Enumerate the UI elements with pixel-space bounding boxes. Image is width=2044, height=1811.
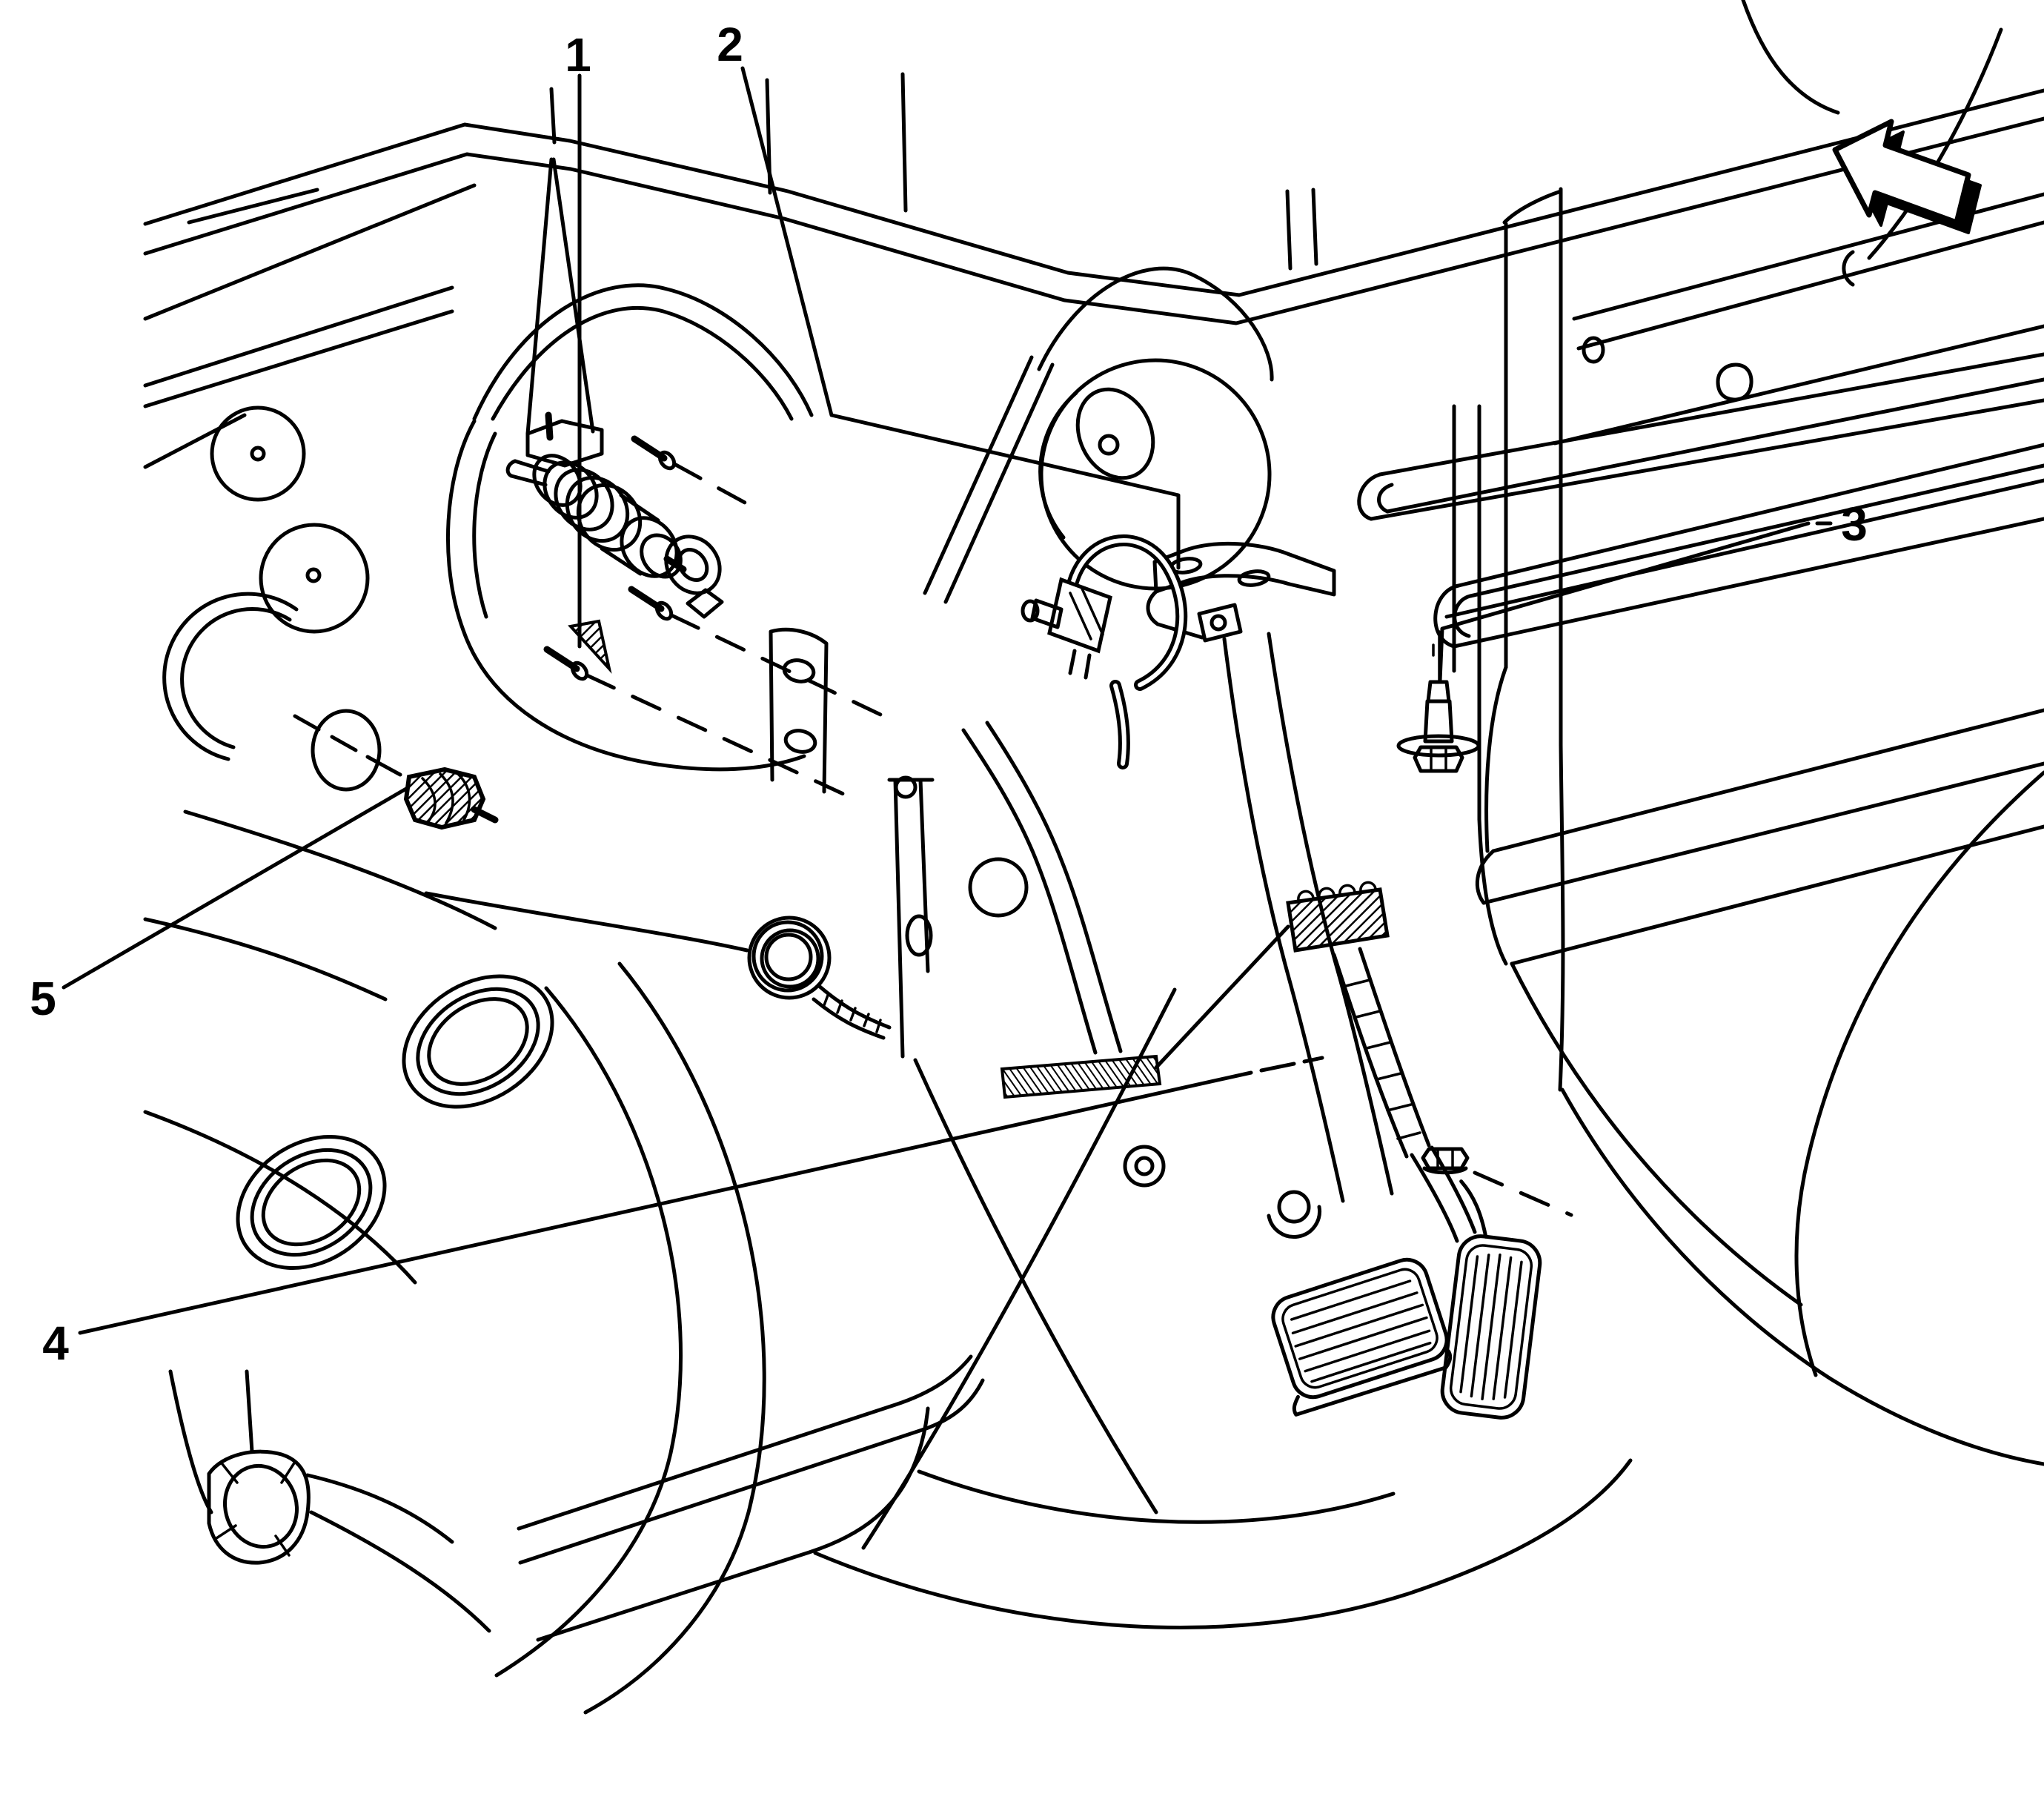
callout-5-label: 5 xyxy=(30,972,56,1025)
right-side-rails xyxy=(1357,187,2044,1466)
harness-connector-bundle xyxy=(1154,881,1390,1070)
pedal-arms xyxy=(1197,603,1477,1243)
view-direction-arrow-icon xyxy=(1832,119,1982,234)
callout-5-leader xyxy=(62,787,408,990)
pedal-bracket xyxy=(861,541,1336,1550)
callout-2-leader xyxy=(740,66,1181,570)
clutch-master-cylinder xyxy=(446,157,895,797)
callout-4-leader xyxy=(78,1070,1253,1335)
brake-pedal xyxy=(1271,1257,1453,1417)
callout-2-label: 2 xyxy=(717,18,743,71)
grommet-coil xyxy=(747,916,892,1040)
floor-lines xyxy=(517,1354,1633,1642)
callout-labels: 1 2 3 4 5 xyxy=(30,18,1868,1370)
firewall-panel xyxy=(143,405,766,1715)
switch-connector xyxy=(403,767,499,830)
callout-3-label: 3 xyxy=(1841,497,1868,551)
callout-3-leader xyxy=(1438,521,1811,683)
pedal-switch-and-loop xyxy=(1021,534,1188,769)
accelerator-pedal xyxy=(1440,1179,1542,1420)
callout-4-label: 4 xyxy=(42,1317,69,1370)
cowl-structure xyxy=(143,0,2044,604)
callout-leaders xyxy=(62,66,1833,1335)
loose-nut xyxy=(1421,1147,1573,1217)
mounting-stud xyxy=(1396,630,1481,773)
callout-1-label: 1 xyxy=(565,28,591,82)
